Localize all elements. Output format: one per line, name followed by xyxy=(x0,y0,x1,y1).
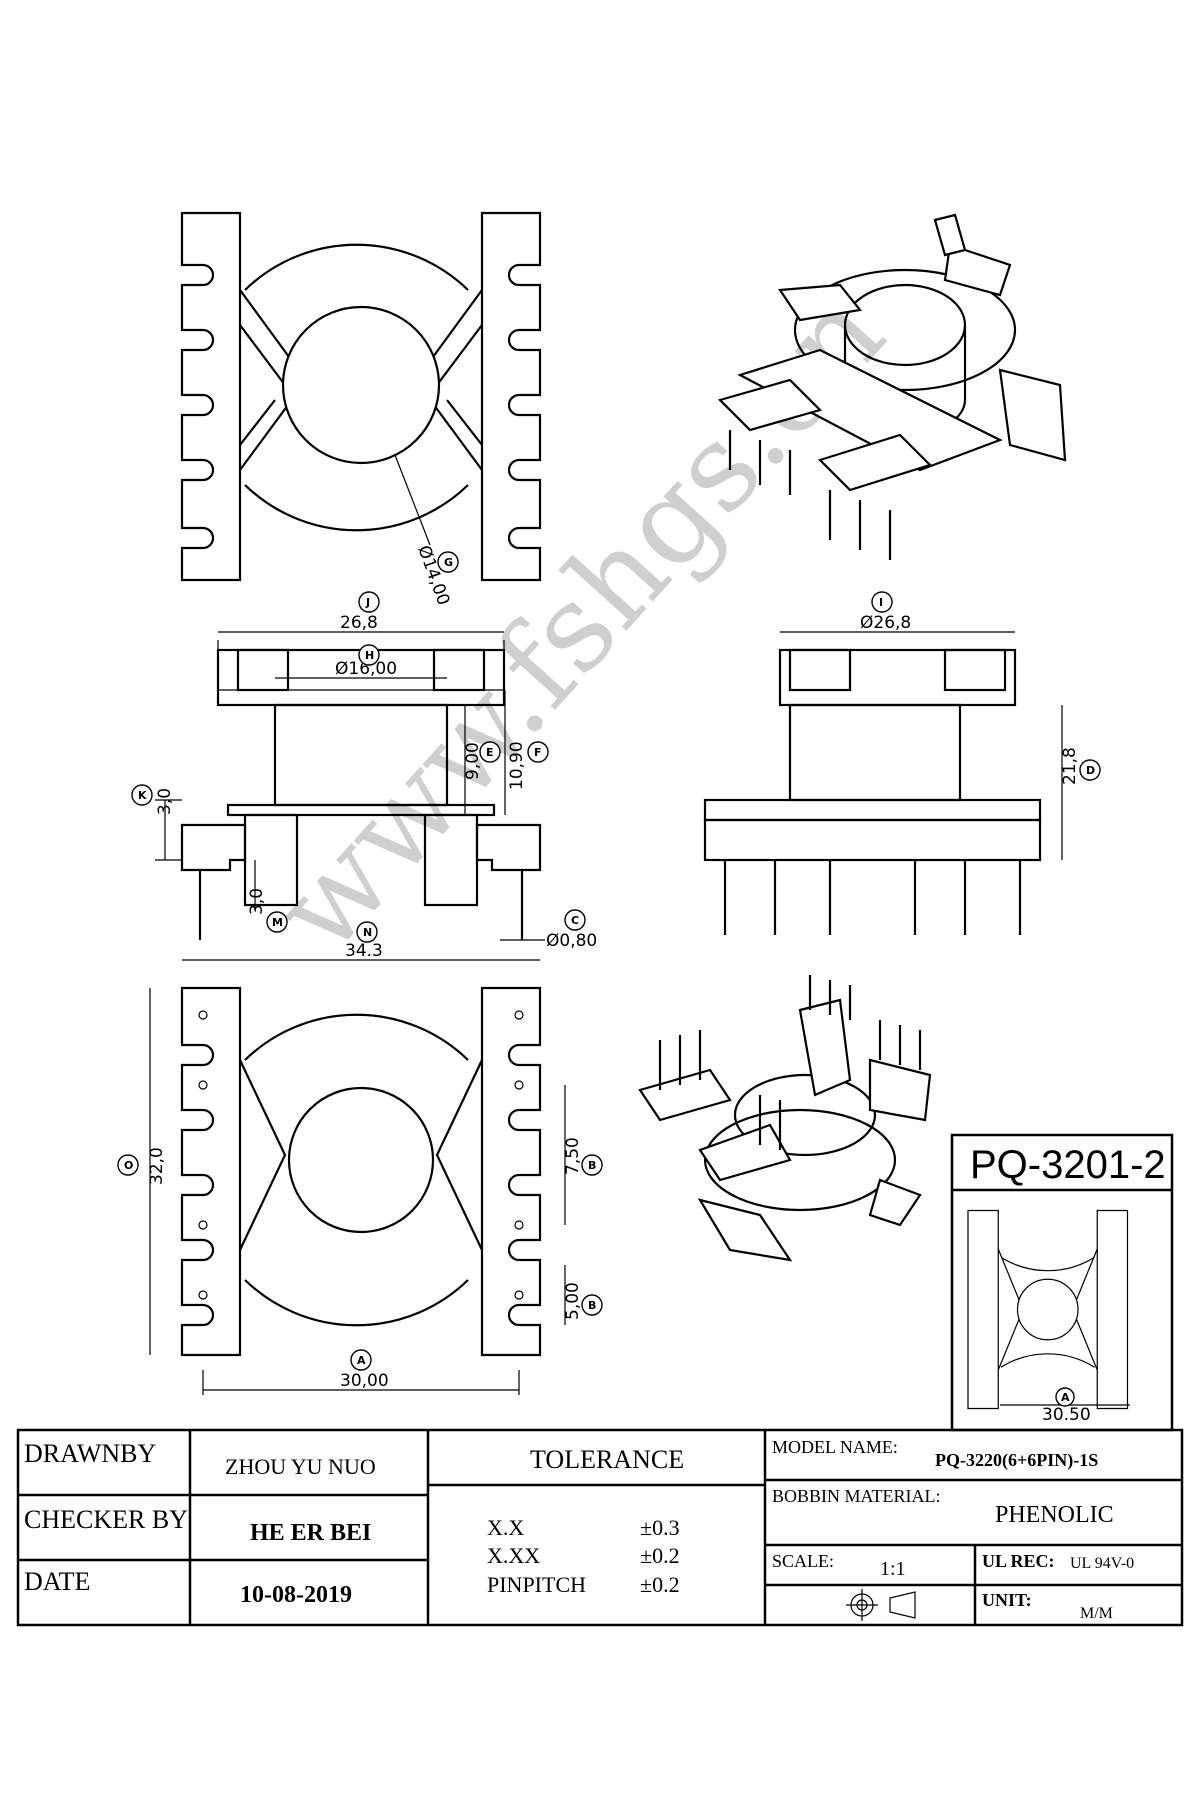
unit-label: UNIT: xyxy=(982,1590,1032,1610)
tolerance-row-label: X.X xyxy=(487,1515,524,1540)
part-code: PQ-3201-2 xyxy=(970,1143,1166,1187)
tolerance-row-value: ±0.2 xyxy=(640,1543,680,1568)
dim-C: Ø0,80 xyxy=(546,931,597,951)
scale-label: SCALE: xyxy=(772,1551,834,1571)
svg-text:N: N xyxy=(363,926,372,939)
svg-text:I: I xyxy=(879,596,883,609)
dim-K: 3,0 xyxy=(155,788,175,815)
drawn-by-label: DRAWNBY xyxy=(24,1439,156,1468)
projection-symbol-icon xyxy=(846,1589,916,1621)
tolerance-row-value: ±0.2 xyxy=(640,1572,680,1597)
drawn-by-value: ZHOU YU NUO xyxy=(225,1454,376,1479)
tolerance-row-label: X.XX xyxy=(487,1543,540,1568)
checker-label: CHECKER BY xyxy=(24,1505,188,1534)
model-name-value: PQ-3220(6+6PIN)-1S xyxy=(935,1450,1098,1471)
dim-N: 34.3 xyxy=(345,941,383,961)
dim-J: 26,8 xyxy=(340,613,378,633)
dim-O: 32,0 xyxy=(147,1147,167,1185)
unit-value: M/M xyxy=(1080,1605,1113,1622)
side-view: Ø26,8 I 21,8 D xyxy=(703,591,1101,935)
svg-text:G: G xyxy=(444,556,453,569)
dim-D: 21,8 xyxy=(1060,747,1080,785)
front-view: 26,8 J Ø16,00 H 9,00 E 10,90 F 3,0 K 3,0… xyxy=(131,591,597,951)
ul-rec-value: UL 94V-0 xyxy=(1070,1555,1134,1572)
tolerance-label: TOLERANCE xyxy=(530,1445,684,1474)
tolerance-row-label: PINPITCH xyxy=(487,1572,586,1597)
svg-text:O: O xyxy=(124,1159,133,1172)
ul-rec-label: UL REC: xyxy=(982,1551,1055,1571)
svg-text:C: C xyxy=(571,914,579,927)
dim-B1: 7,50 xyxy=(563,1137,583,1175)
isometric-view-top xyxy=(717,213,1067,560)
svg-text:D: D xyxy=(1086,764,1095,777)
bobbin-material-value: PHENOLIC xyxy=(995,1502,1114,1528)
top-view: Ø14,00 G xyxy=(180,211,542,608)
bottom-center-hole xyxy=(287,1086,435,1234)
dim-A-small: 30.50 xyxy=(1042,1405,1091,1425)
center-hole xyxy=(281,305,441,465)
svg-text:M: M xyxy=(272,916,283,929)
svg-text:F: F xyxy=(534,746,542,759)
dim-B2: 5,00 xyxy=(563,1282,583,1320)
title-block: DRAWNBY ZHOU YU NUO CHECKER BY HE ER BEI… xyxy=(16,1428,1184,1627)
model-name-label: MODEL NAME: xyxy=(772,1437,898,1457)
tolerance-row-value: ±0.3 xyxy=(640,1515,680,1540)
dim-H: Ø16,00 xyxy=(335,659,397,679)
dim-I: Ø26,8 xyxy=(860,613,911,633)
isometric-view-bottom xyxy=(638,975,932,1262)
svg-text:K: K xyxy=(138,789,147,802)
dim-F: 10,90 xyxy=(507,741,527,790)
svg-text:B: B xyxy=(588,1159,596,1172)
dim-M: 3,0 xyxy=(247,888,267,915)
svg-text:H: H xyxy=(365,649,374,662)
svg-text:B: B xyxy=(588,1299,596,1312)
date-value: 10-08-2019 xyxy=(240,1582,352,1608)
svg-text:A: A xyxy=(357,1354,366,1367)
bobbin-material-label: BOBBIN MATERIAL: xyxy=(772,1486,941,1506)
date-label: DATE xyxy=(24,1567,90,1596)
svg-text:A: A xyxy=(1061,1391,1070,1404)
dim-E: 9,00 xyxy=(463,742,483,780)
svg-text:E: E xyxy=(486,746,494,759)
bottom-view: 34.3 N 32,0 O 7,50 B 5,00 B 30,00 A xyxy=(117,921,603,1395)
scale-value: 1:1 xyxy=(880,1558,906,1580)
part-code-box: PQ-3201-2 30.50 A xyxy=(950,1133,1174,1432)
checker-value: HE ER BEI xyxy=(250,1520,371,1546)
svg-text:J: J xyxy=(365,596,370,609)
dim-A: 30,00 xyxy=(340,1371,389,1391)
